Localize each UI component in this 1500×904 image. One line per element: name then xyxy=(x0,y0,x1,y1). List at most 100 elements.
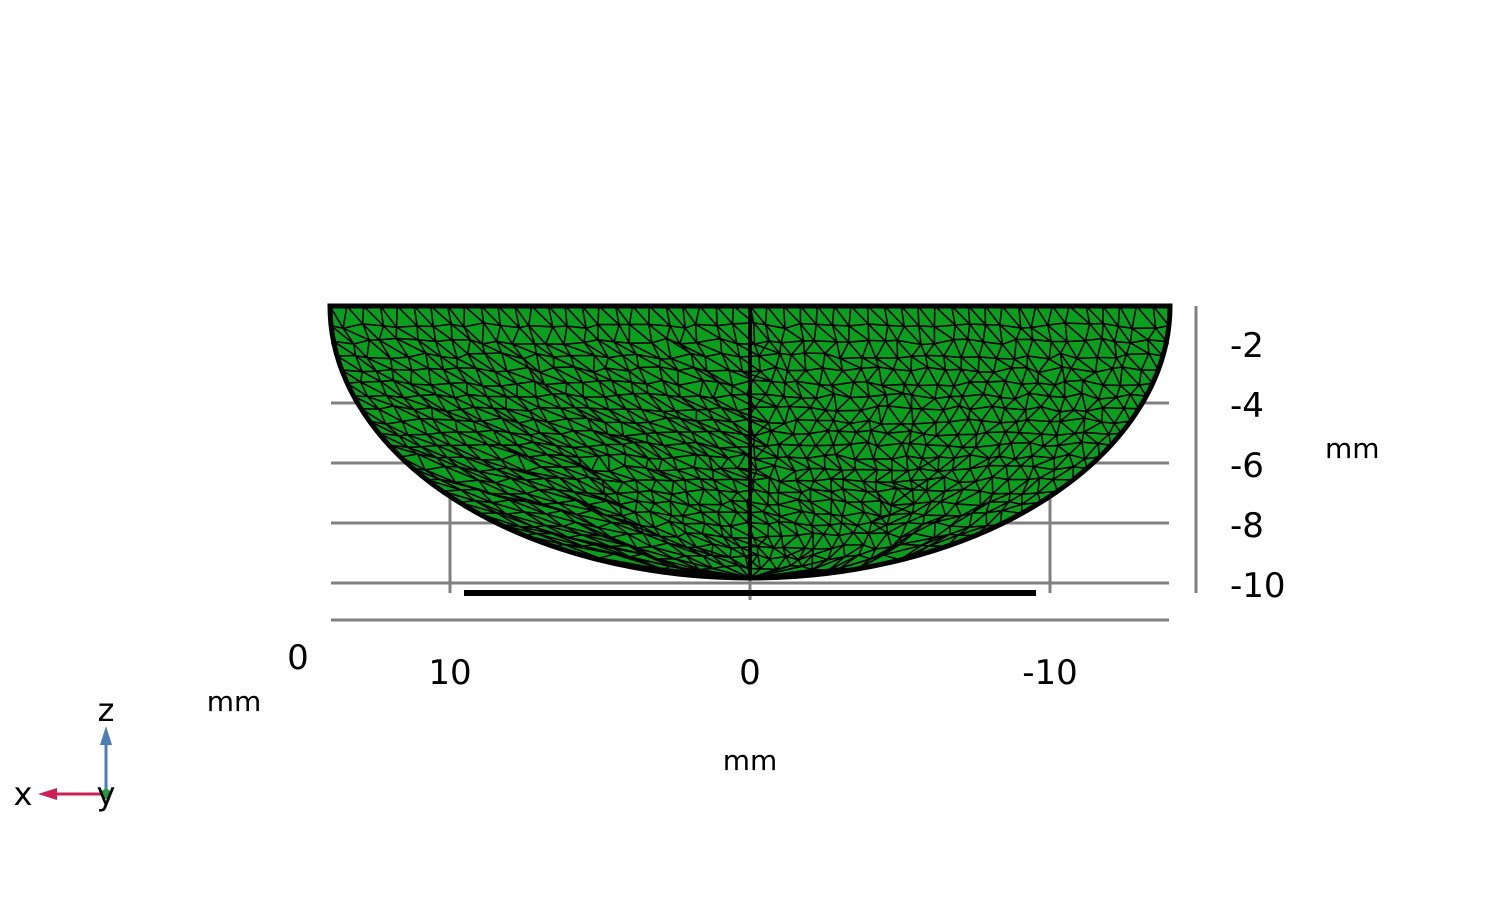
mesh-edge xyxy=(877,470,892,471)
mesh-edge xyxy=(936,422,937,435)
mesh-edge xyxy=(880,501,881,517)
mesh-edge xyxy=(946,369,962,370)
mesh-edge xyxy=(432,408,433,420)
mesh-edge xyxy=(776,407,789,408)
mesh-edge xyxy=(363,306,364,324)
mesh-edge xyxy=(368,395,387,396)
mesh-edge xyxy=(923,515,924,524)
mesh-edge xyxy=(921,344,934,345)
mesh-edge xyxy=(938,385,954,386)
mesh-edge xyxy=(545,478,560,479)
mesh-edge xyxy=(797,420,817,421)
mesh-edge xyxy=(777,457,787,458)
z-tick-label: -10 xyxy=(1230,566,1286,606)
mesh-edge xyxy=(861,358,862,369)
mesh-edge xyxy=(816,306,817,324)
mesh-edge xyxy=(725,565,738,566)
mesh-edge xyxy=(782,535,798,536)
mesh-edge xyxy=(944,477,945,491)
mesh-edge xyxy=(793,434,809,435)
mesh-edge xyxy=(812,555,813,570)
mesh-edge xyxy=(1021,466,1034,467)
mesh-edge xyxy=(675,410,696,411)
mesh-edge xyxy=(361,382,381,383)
mesh-edge xyxy=(768,493,769,505)
mesh-edge xyxy=(1001,422,1017,423)
mesh-edge xyxy=(843,479,844,489)
mesh-edge xyxy=(779,444,799,445)
mesh-edge xyxy=(660,359,661,367)
mesh-edge xyxy=(367,358,391,359)
mesh-edge xyxy=(714,479,733,480)
mesh-edge xyxy=(553,326,567,327)
x-tick-label: -10 xyxy=(1022,653,1078,693)
mesh-edge xyxy=(1027,356,1028,368)
mesh-edge xyxy=(608,455,609,472)
mesh-edge xyxy=(1065,323,1090,324)
mesh-edge xyxy=(840,358,862,359)
mesh-edge xyxy=(887,525,888,533)
mesh-edge xyxy=(754,323,755,344)
mesh-edge xyxy=(926,355,944,356)
mesh-edge xyxy=(1103,408,1124,409)
mesh-edge xyxy=(686,442,696,443)
mesh-edge xyxy=(692,431,708,432)
mesh-edge xyxy=(562,466,581,467)
mesh-edge xyxy=(934,522,935,538)
x-unit-label: mm xyxy=(723,744,778,777)
mesh-edge xyxy=(826,410,837,411)
mesh-edge xyxy=(1057,435,1058,445)
mesh-edge xyxy=(816,324,832,325)
mesh-edge xyxy=(495,371,507,372)
triad-x-arrowhead xyxy=(38,788,57,800)
mesh-edge xyxy=(754,446,767,447)
mesh-edge xyxy=(1102,408,1103,422)
mesh-edge xyxy=(684,523,705,524)
mesh-edge xyxy=(804,341,805,353)
mesh-edge xyxy=(574,430,593,431)
y-tick-label: 0 xyxy=(287,638,309,678)
mesh-edge xyxy=(838,431,856,432)
mesh-edge xyxy=(978,357,979,372)
hemisphere-mesh[interactable] xyxy=(330,306,1170,578)
mesh-edge xyxy=(441,432,458,433)
mesh-edge xyxy=(554,367,574,368)
mesh-edge xyxy=(854,533,869,534)
mesh-edge xyxy=(707,370,729,371)
mesh-edge xyxy=(1102,324,1103,339)
mesh-edge xyxy=(831,479,844,480)
z-unit-label: mm xyxy=(1325,432,1380,465)
mesh-edge xyxy=(796,480,814,481)
mesh-edge xyxy=(461,489,479,490)
mesh-edge xyxy=(950,526,951,534)
triad-y-label: y xyxy=(97,775,116,813)
mesh-edge xyxy=(420,395,436,396)
mesh-edge xyxy=(599,455,609,456)
z-tick-label: -8 xyxy=(1230,506,1264,546)
mesh-edge xyxy=(986,432,1005,433)
mesh-edge xyxy=(561,408,575,409)
mesh-edge xyxy=(830,514,831,525)
mesh-edge xyxy=(926,445,948,446)
mesh-edge xyxy=(912,355,926,356)
mesh-edge xyxy=(784,383,785,397)
mesh-edge xyxy=(992,477,993,494)
mesh-edge xyxy=(731,386,732,395)
mesh-edge xyxy=(783,547,805,548)
mesh-edge xyxy=(1054,458,1055,470)
mesh-edge xyxy=(1082,380,1083,393)
mesh-edge xyxy=(922,409,944,410)
z-tick-label: -4 xyxy=(1230,386,1264,426)
mesh-edge xyxy=(1077,358,1097,359)
mesh-edge xyxy=(639,367,660,368)
mesh-edge xyxy=(656,480,674,481)
mesh-edge xyxy=(716,306,717,326)
mesh-edge xyxy=(918,306,919,326)
mesh-edge xyxy=(789,407,810,408)
mesh-edge xyxy=(876,482,877,492)
mesh-edge xyxy=(970,324,986,325)
mesh-edge xyxy=(417,326,433,327)
mesh-edge xyxy=(1041,434,1056,435)
mesh-edge xyxy=(869,340,886,341)
